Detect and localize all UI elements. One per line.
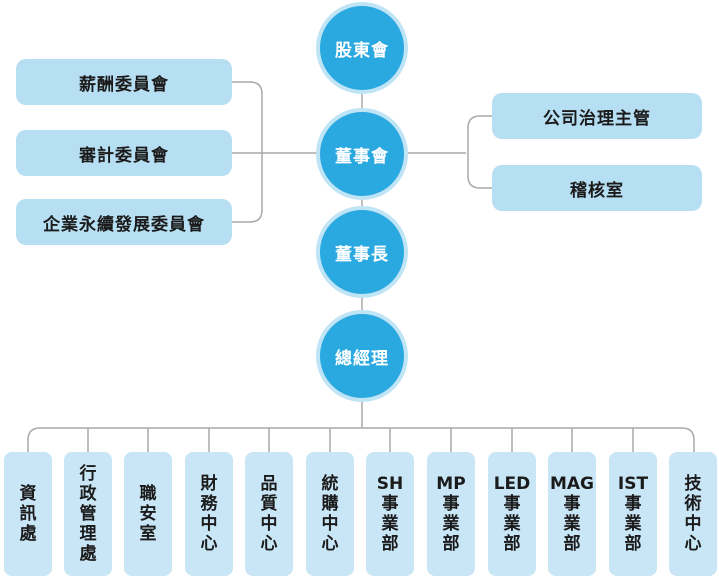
dept-sh-business: SH 事業部	[366, 452, 414, 576]
committee-remuneration: 薪酬委員會	[16, 59, 232, 105]
committee-label: 審計委員會	[79, 145, 169, 166]
chairman-label: 董事長	[335, 244, 389, 265]
dept-led-business: LED 事業部	[488, 452, 536, 576]
dept-label: 品質中心	[260, 474, 278, 554]
dept-code: MP	[436, 474, 466, 494]
dept-procurement: 統購中心	[306, 452, 354, 576]
dept-technology: 技術中心	[669, 452, 717, 576]
dept-mp-business: MP 事業部	[427, 452, 475, 576]
dept-label: 事業部	[563, 494, 581, 554]
dept-mag-business: MAG 事業部	[548, 452, 596, 576]
committee-label: 薪酬委員會	[79, 74, 169, 95]
dept-label: 統購中心	[321, 474, 339, 554]
unit-label: 公司治理主管	[543, 108, 651, 129]
dept-label: 事業部	[624, 494, 642, 554]
dept-label: 職安室	[139, 484, 157, 544]
general-manager-label: 總經理	[335, 348, 389, 369]
dept-code: MAG	[549, 474, 595, 494]
dept-label: 事業部	[442, 494, 460, 554]
unit-audit-office: 稽核室	[492, 165, 702, 211]
board-of-directors-node: 董事會	[316, 108, 408, 200]
shareholders-meeting-node: 股東會	[316, 2, 408, 94]
dept-finance: 財務中心	[185, 452, 233, 576]
committee-audit: 審計委員會	[16, 130, 232, 176]
dept-code: IST	[617, 474, 649, 494]
dept-safety: 職安室	[124, 452, 172, 576]
shareholders-meeting-label: 股東會	[335, 40, 389, 61]
dept-label: 資訊處	[19, 484, 37, 544]
dept-label: 技術中心	[684, 474, 702, 554]
board-of-directors-label: 董事會	[335, 146, 389, 167]
dept-label: 事業部	[503, 494, 521, 554]
dept-label: 事業部	[381, 494, 399, 554]
dept-administration: 行政管理處	[64, 452, 112, 576]
dept-code: SH	[376, 474, 404, 494]
committee-sustainability: 企業永續發展委員會	[16, 199, 232, 245]
dept-label: 行政管理處	[79, 464, 97, 564]
unit-corporate-governance: 公司治理主管	[492, 93, 702, 139]
general-manager-node: 總經理	[316, 310, 408, 402]
dept-quality: 品質中心	[245, 452, 293, 576]
chairman-node: 董事長	[316, 206, 408, 298]
dept-ist-business: IST 事業部	[609, 452, 657, 576]
dept-information: 資訊處	[4, 452, 52, 576]
dept-label: 財務中心	[200, 474, 218, 554]
unit-label: 稽核室	[570, 180, 624, 201]
dept-code: LED	[493, 474, 531, 494]
committee-label: 企業永續發展委員會	[43, 214, 205, 235]
